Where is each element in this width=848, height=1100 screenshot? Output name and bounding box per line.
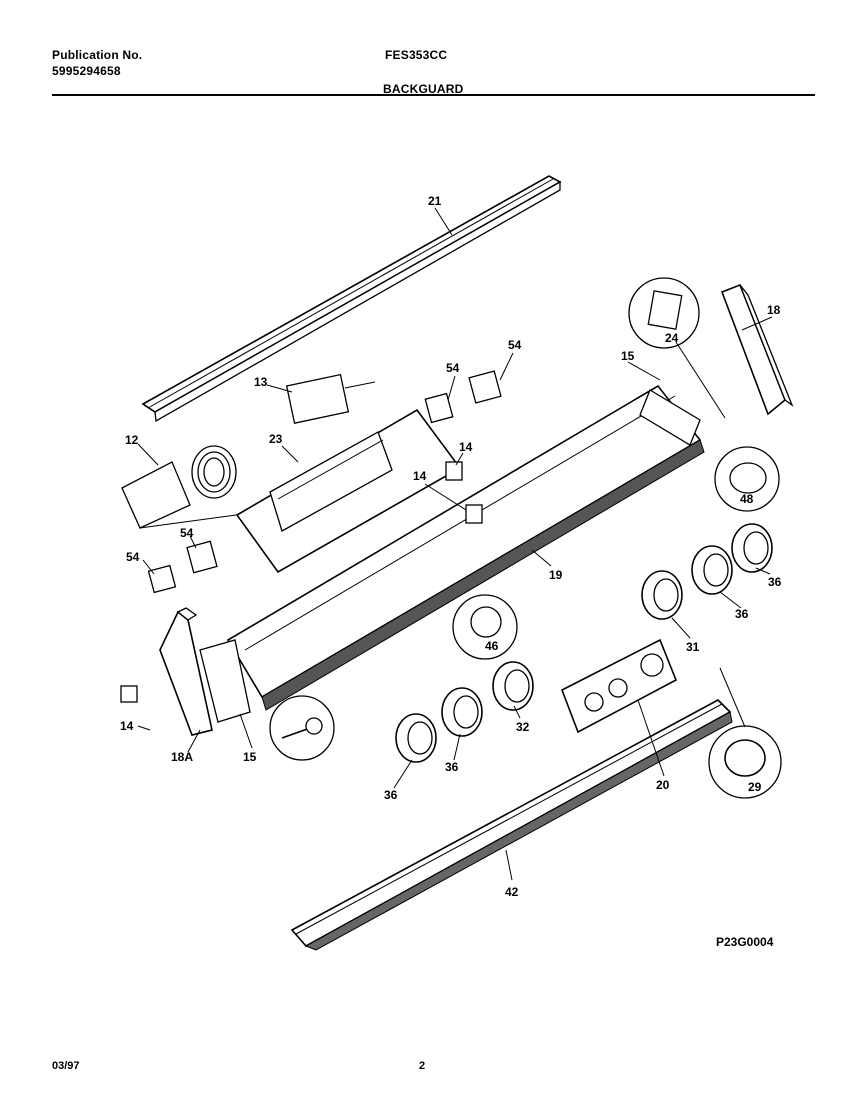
part-12-thermostat (121, 445, 237, 529)
part-54-switch-b (468, 370, 502, 404)
detail-48-knob (714, 446, 780, 512)
part-54-switch-c (186, 540, 218, 574)
callout-31: 31 (686, 640, 700, 654)
section-title: BACKGUARD (383, 82, 464, 96)
header-rule (52, 94, 815, 96)
callout-46: 46 (485, 639, 499, 653)
part-54-switch-d (147, 564, 177, 594)
leader-lines (137, 207, 773, 881)
part-15-bracket-left (199, 639, 251, 723)
part-54-switch-a (424, 392, 454, 424)
footer-date: 03/97 (52, 1060, 80, 1072)
callout-29: 29 (748, 780, 762, 794)
detail-46-knob (452, 594, 518, 660)
part-14-clip-c (120, 685, 138, 703)
part-15-bracket-right (639, 389, 701, 446)
callout-54-right: 54 (508, 338, 522, 352)
callout-42: 42 (505, 885, 519, 899)
model-number: FES353CC (385, 48, 448, 62)
part-21-top-trim (141, 175, 562, 423)
part-42-bottom-trim (290, 699, 733, 951)
callout-36-c: 36 (445, 760, 459, 774)
part-36-knob-d (395, 713, 437, 763)
part-20-control-panel (560, 638, 678, 734)
footer-page-number: 2 (419, 1060, 426, 1072)
detail-24-indicator-light (628, 277, 700, 349)
part-18A-left-end-cap (159, 607, 213, 736)
callout-36-d: 36 (384, 788, 398, 802)
callout-20: 20 (656, 778, 670, 792)
callout-15-left: 15 (243, 750, 257, 764)
callout-48: 48 (740, 492, 754, 506)
callout-12: 12 (125, 433, 139, 447)
callout-18: 18 (767, 303, 781, 317)
publication-number: 5995294658 (52, 64, 121, 78)
part-13-switch (285, 373, 376, 424)
part-18-right-end-cap (720, 283, 794, 416)
callout-18A: 18A (171, 750, 193, 764)
callout-19: 19 (549, 568, 563, 582)
detail-29-knob (708, 725, 782, 799)
callout-54-left-upper: 54 (180, 526, 194, 540)
part-36-knob-c (441, 687, 483, 737)
part-36-knob-b (691, 545, 733, 595)
callout-54-left-lower: 54 (126, 550, 140, 564)
callout-36-b: 36 (735, 607, 749, 621)
part-36-knob-a (731, 523, 773, 573)
callout-36-a: 36 (768, 575, 782, 589)
callout-24: 24 (665, 331, 679, 345)
callout-23: 23 (269, 432, 283, 446)
part-31-knob (641, 570, 683, 620)
callout-14-upper: 14 (459, 440, 473, 454)
part-32-knob (492, 661, 534, 711)
callout-labels: 21 18 24 15 54 54 13 12 23 14 14 48 54 5… (120, 194, 782, 949)
callout-21: 21 (428, 194, 442, 208)
callout-32: 32 (516, 720, 530, 734)
callout-54-mid: 54 (446, 361, 460, 375)
callout-13: 13 (254, 375, 268, 389)
part-14-clip-a (445, 461, 463, 481)
callout-14-mid: 14 (413, 469, 427, 483)
publication-label: Publication No. (52, 48, 143, 62)
detail-screw (269, 695, 335, 761)
diagram-code: P23G0004 (716, 935, 774, 949)
part-14-clip-b (465, 504, 483, 524)
part-19-console-panel (226, 384, 705, 711)
callout-15-right: 15 (621, 349, 635, 363)
part-23-back-panel (235, 408, 462, 574)
callout-14-left: 14 (120, 719, 134, 733)
